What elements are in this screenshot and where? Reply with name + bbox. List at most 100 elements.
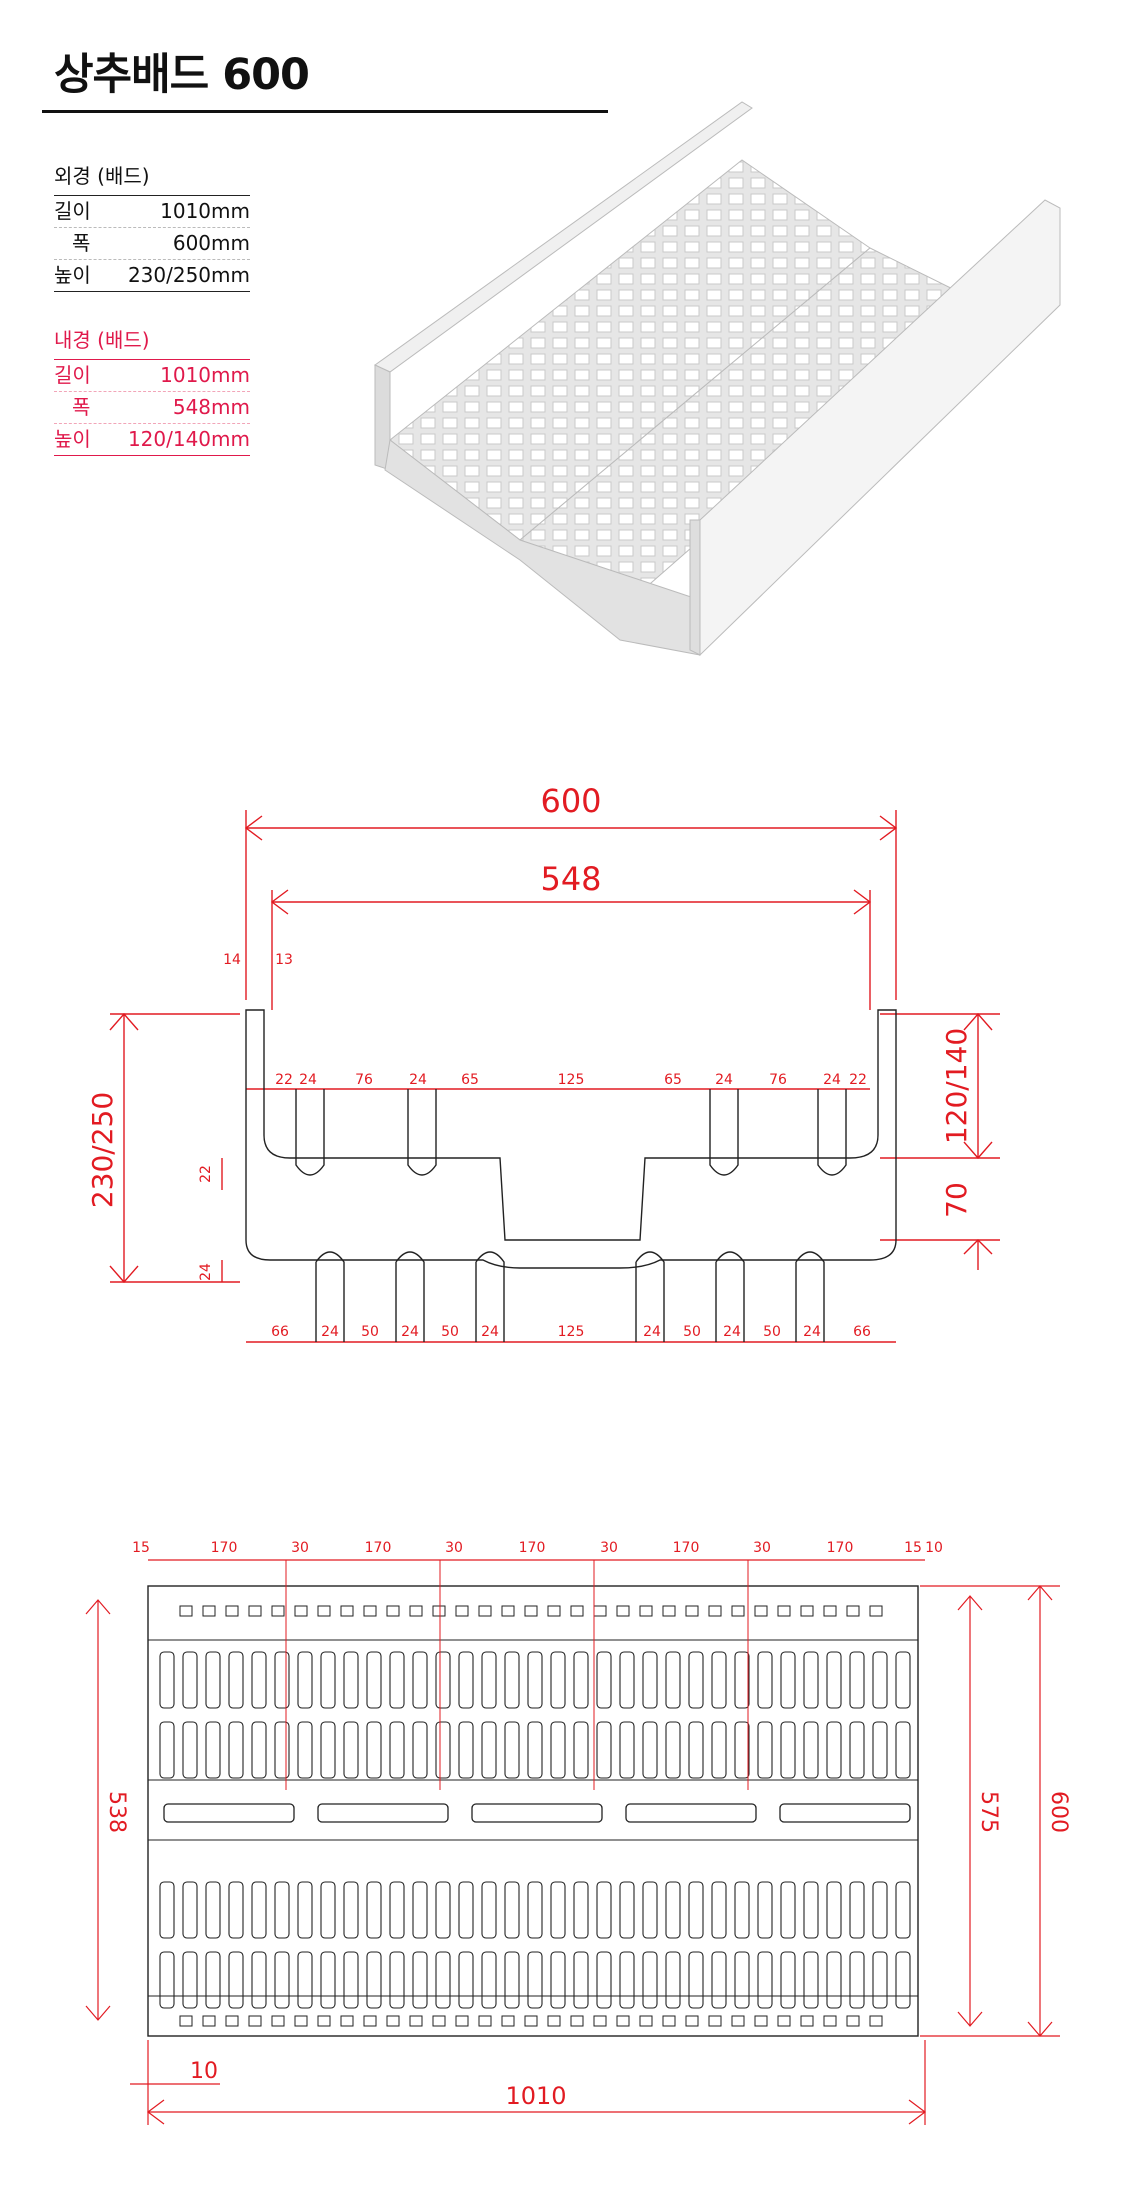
section-top-dim-label: 65 (461, 1072, 479, 1088)
plan-slat (734, 1951, 750, 2009)
plan-slat (596, 1721, 612, 1779)
plan-slat (550, 1951, 566, 2009)
plan-slat (895, 1721, 911, 1779)
plan-slat (481, 1651, 497, 1709)
section-width-inner-label: 548 (540, 860, 601, 898)
plan-slat (803, 1721, 819, 1779)
plan-slat (688, 1651, 704, 1709)
plan-slat (642, 1881, 658, 1939)
plan-top-dim-label: 30 (753, 1540, 771, 1556)
plan-slat (734, 1721, 750, 1779)
plan-top-dim-label: 10 (925, 1540, 943, 1556)
plan-slat (366, 1721, 382, 1779)
plan-edge-slot (800, 2015, 814, 2027)
spec-value: 1010mm (160, 199, 250, 223)
plan-slat (504, 1651, 520, 1709)
spec-row: 높이 120/140mm (54, 424, 250, 456)
plan-total-height-label: 600 (1046, 1791, 1071, 1833)
plan-slat (182, 1951, 198, 2009)
plan-slat (481, 1881, 497, 1939)
plan-edge-slot (248, 2015, 262, 2027)
plan-top-dim-label: 30 (445, 1540, 463, 1556)
section-profile (245, 1009, 897, 1342)
plan-slat (435, 1881, 451, 1939)
spec-value: 600mm (172, 231, 250, 255)
plan-slat (274, 1651, 290, 1709)
section-bottom-dim-label: 24 (481, 1324, 499, 1340)
section-top-dim-label: 24 (409, 1072, 427, 1088)
plan-top-dim-label: 15 (904, 1540, 922, 1556)
plan-slat (412, 1721, 428, 1779)
plan-slat (435, 1651, 451, 1709)
spec-label: 폭 (72, 231, 91, 255)
plan-slat (780, 1721, 796, 1779)
cross-section-drawing: 600 548 14 13 230/250 120/140 70 22 24 2… (86, 782, 1000, 1343)
plan-slat (757, 1651, 773, 1709)
plan-slat (573, 1881, 589, 1939)
plan-edge-slot (800, 1605, 814, 1617)
spec-value: 120/140mm (127, 427, 250, 451)
plan-edge-slot (869, 1605, 883, 1617)
plan-slat (320, 1951, 336, 2009)
plan-edge-slot (593, 1605, 607, 1617)
plan-slat (274, 1721, 290, 1779)
plan-slat-grid (148, 1560, 918, 2027)
spec-row: 높이 230/250mm (54, 260, 250, 292)
plan-slat (757, 1721, 773, 1779)
section-bottom-dim-label: 50 (763, 1324, 781, 1340)
plan-slat (711, 1721, 727, 1779)
plan-edge-slot (662, 2015, 676, 2027)
plan-slat (527, 1951, 543, 2009)
section-side-dim-a-label: 22 (198, 1165, 214, 1183)
plan-slat (711, 1881, 727, 1939)
plan-edge-slot (593, 2015, 607, 2027)
plan-slat (734, 1651, 750, 1709)
plan-edge-slot (846, 1605, 860, 1617)
plan-slat (688, 1951, 704, 2009)
plan-slat (366, 1951, 382, 2009)
plan-edge-slot (432, 2015, 446, 2027)
plan-slat (251, 1651, 267, 1709)
plan-slat (757, 1881, 773, 1939)
plan-slat (803, 1651, 819, 1709)
plan-drain-slot (471, 1803, 603, 1823)
plan-edge-slot (179, 2015, 193, 2027)
plan-edge-slot (662, 1605, 676, 1617)
plan-slat (596, 1651, 612, 1709)
plan-edge-slot (731, 1605, 745, 1617)
plan-slat (849, 1721, 865, 1779)
plan-slat (826, 1881, 842, 1939)
plan-slat (343, 1721, 359, 1779)
plan-top-dim-label: 170 (365, 1540, 392, 1556)
plan-slat (550, 1651, 566, 1709)
plan-edge-slot (294, 1605, 308, 1617)
section-top-dim-label: 76 (769, 1072, 787, 1088)
section-bottom-dim-label: 24 (723, 1324, 741, 1340)
wall-thickness-a-label: 14 (223, 952, 241, 968)
plan-slat (412, 1951, 428, 2009)
plan-top-dim-label: 30 (291, 1540, 309, 1556)
outer-spec-table: 외경 (배드) 길이 1010mm 폭 600mm 높이 230/250mm (54, 160, 250, 292)
plan-edge-slot (317, 2015, 331, 2027)
plan-slat (734, 1881, 750, 1939)
plan-slat (159, 1881, 175, 1939)
plan-slat (642, 1721, 658, 1779)
plan-edge-slot (363, 1605, 377, 1617)
plan-slat (895, 1651, 911, 1709)
plan-slat (550, 1721, 566, 1779)
plan-slat (826, 1651, 842, 1709)
plan-edge-slot (271, 1605, 285, 1617)
plan-slat (619, 1951, 635, 2009)
plan-edge-slot (685, 2015, 699, 2027)
title-underline (42, 110, 608, 113)
plan-slat (619, 1651, 635, 1709)
plan-slat (205, 1721, 221, 1779)
plan-slat (343, 1881, 359, 1939)
plan-top-dim-label: 30 (600, 1540, 618, 1556)
plan-slat (435, 1721, 451, 1779)
plan-edge-slot (547, 1605, 561, 1617)
plan-outline (147, 1585, 919, 2037)
plan-slat (596, 1951, 612, 2009)
plan-edge-slot (409, 1605, 423, 1617)
plan-edge-slot (547, 2015, 561, 2027)
